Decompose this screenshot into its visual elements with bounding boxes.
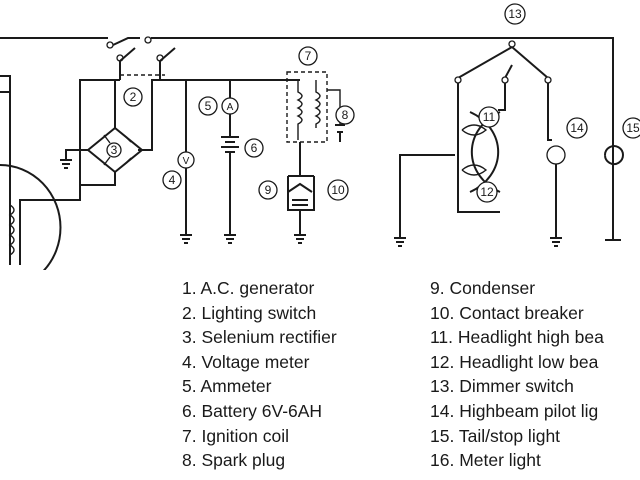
legend-item: 10. Contact breaker [430,302,584,323]
condenser-icon [292,199,308,206]
legend-item: 16. Meter light [430,450,541,471]
marker-11: 11 [483,110,496,124]
legend-item: 8. Spark plug [182,450,286,471]
legend-item: 9. Condenser [430,278,536,298]
marker-10: 10 [331,183,345,197]
legend-item: 4. Voltage meter [182,351,310,372]
highbeam-pilot-light-icon [546,145,566,165]
meter-section [152,79,240,244]
legend-item: 14. Highbeam pilot lig [430,400,599,421]
tail-stop-light-icon [604,145,624,166]
markers: 1 2 3 4 5 6 7 8 9 10 11 12 13 14 15 [106,3,640,203]
legend-item: 1. A.C. generator [182,278,315,298]
marker-12: 12 [480,185,494,199]
marker-4: 4 [169,173,176,187]
ac-generator [0,75,120,270]
legend-item: 11. Headlight high bea [430,327,604,348]
legend-item: 12. Headlight low bea [430,351,599,372]
marker-15: 15 [626,121,640,135]
marker-6: 6 [251,141,258,155]
battery-icon [221,136,239,153]
legend-item: 5. Ammeter [182,376,272,397]
legend-item: 15. Tail/stop light [430,425,561,446]
legend-item: 6. Battery 6V-6AH [182,400,323,421]
marker-9: 9 [265,183,272,197]
ammeter-glyph: A [227,102,234,113]
spark-plug-icon [335,124,345,142]
marker-2: 2 [130,90,137,104]
voltmeter-glyph: V [183,156,190,167]
marker-5: 5 [205,99,212,113]
marker-13: 13 [508,7,522,21]
marker-14: 14 [570,121,584,135]
marker-7: 7 [305,49,312,63]
dimmer-section [394,40,624,247]
legend-left: 1. A.C. generator 2. Lighting switch 3. … [182,276,337,473]
legend-item: 7. Ignition coil [182,425,290,446]
primary-coil [296,80,303,140]
dimmer-switch-icon [508,40,516,48]
legend-item: 2. Lighting switch [182,302,317,323]
selenium-rectifier [60,79,144,186]
ignition-section [240,71,345,244]
wiring-diagram: 1 2 3 4 5 6 7 8 9 10 11 12 13 14 15 V A [0,3,640,270]
marker-8: 8 [342,108,349,122]
legend-right: 9. Condenser 10. Contact breaker 11. Hea… [430,276,604,473]
legend-item: 13. Dimmer switch [430,376,574,397]
generator-coil [8,204,15,256]
main-bus [0,36,621,241]
legend-item: 3. Selenium rectifier [182,327,337,348]
marker-3: 3 [111,143,118,157]
